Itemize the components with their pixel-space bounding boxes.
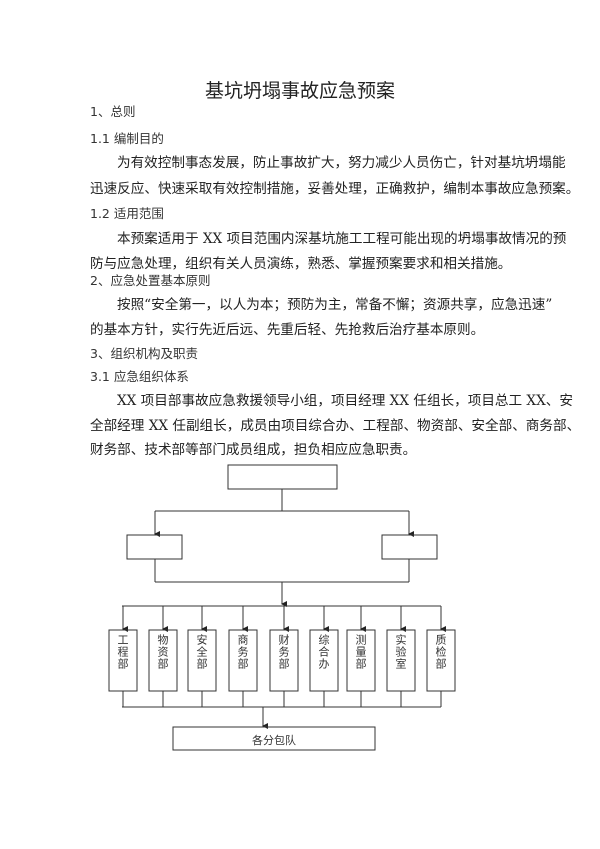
- deputy-box-right: [381, 534, 438, 560]
- page-title: 基坑坍塌事故应急预案: [204, 80, 395, 102]
- heading-1: 1、总则: [90, 104, 136, 119]
- deputy-box-left: [126, 534, 183, 560]
- paragraph-line: 全部经理 XX 任副组长，成员由项目综合办、工程部、物资部、安全部、商务部、: [90, 418, 581, 434]
- paragraph-line: 迅速反应、快速采取有效控制措施，妥善处理，正确救护，编制本事故应急预案。: [90, 181, 580, 197]
- department-label: 测量部: [354, 634, 367, 670]
- paragraph-line: XX 项目部事故应急救援领导小组，项目经理 XX 任组长，项目总工 XX、安: [117, 393, 573, 409]
- department-label: 财务部: [277, 634, 290, 670]
- department-label: 物资部: [156, 634, 169, 670]
- heading-2: 2、应急处置基本原则: [90, 273, 211, 288]
- paragraph-line: 按照“安全第一，以人为本；预防为主，常备不懈；资源共享，应急迅速”: [117, 297, 553, 313]
- paragraph-line: 本预案适用于 XX 项目范围内深基坑施工工程可能出现的坍塌事故情况的预: [117, 231, 567, 247]
- department-label: 安全部: [195, 634, 208, 670]
- heading-3-1: 3.1 应急组织体系: [90, 369, 189, 384]
- department-label: 商务部: [236, 634, 249, 670]
- leader-box: [227, 464, 338, 490]
- paragraph-line: 为有效控制事态发展，防止事故扩大，努力减少人员伤亡，针对基坑坍塌能: [117, 155, 566, 171]
- department-label: 质检部: [434, 634, 447, 670]
- department-label: 综合办: [317, 634, 330, 670]
- paragraph-line: 的基本方针，实行先近后远、先重后轻、先抢救后治疗基本原则。: [90, 322, 485, 338]
- subcontractor-box: [172, 726, 376, 751]
- heading-1-1: 1.1 编制目的: [90, 131, 164, 146]
- department-label: 实验室: [394, 634, 407, 670]
- department-label: 工程部: [116, 634, 129, 670]
- paragraph-line: 财务部、技术部等部门成员组成，担负相应应急职责。: [90, 442, 417, 458]
- heading-1-2: 1.2 适用范围: [90, 206, 164, 221]
- heading-3: 3、组织机构及职责: [90, 346, 198, 361]
- paragraph-line: 防与应急处理，组织有关人员演练，熟悉、掌握预案要求和相关措施。: [90, 256, 512, 272]
- subcontractor-label: 各分包队: [252, 734, 296, 747]
